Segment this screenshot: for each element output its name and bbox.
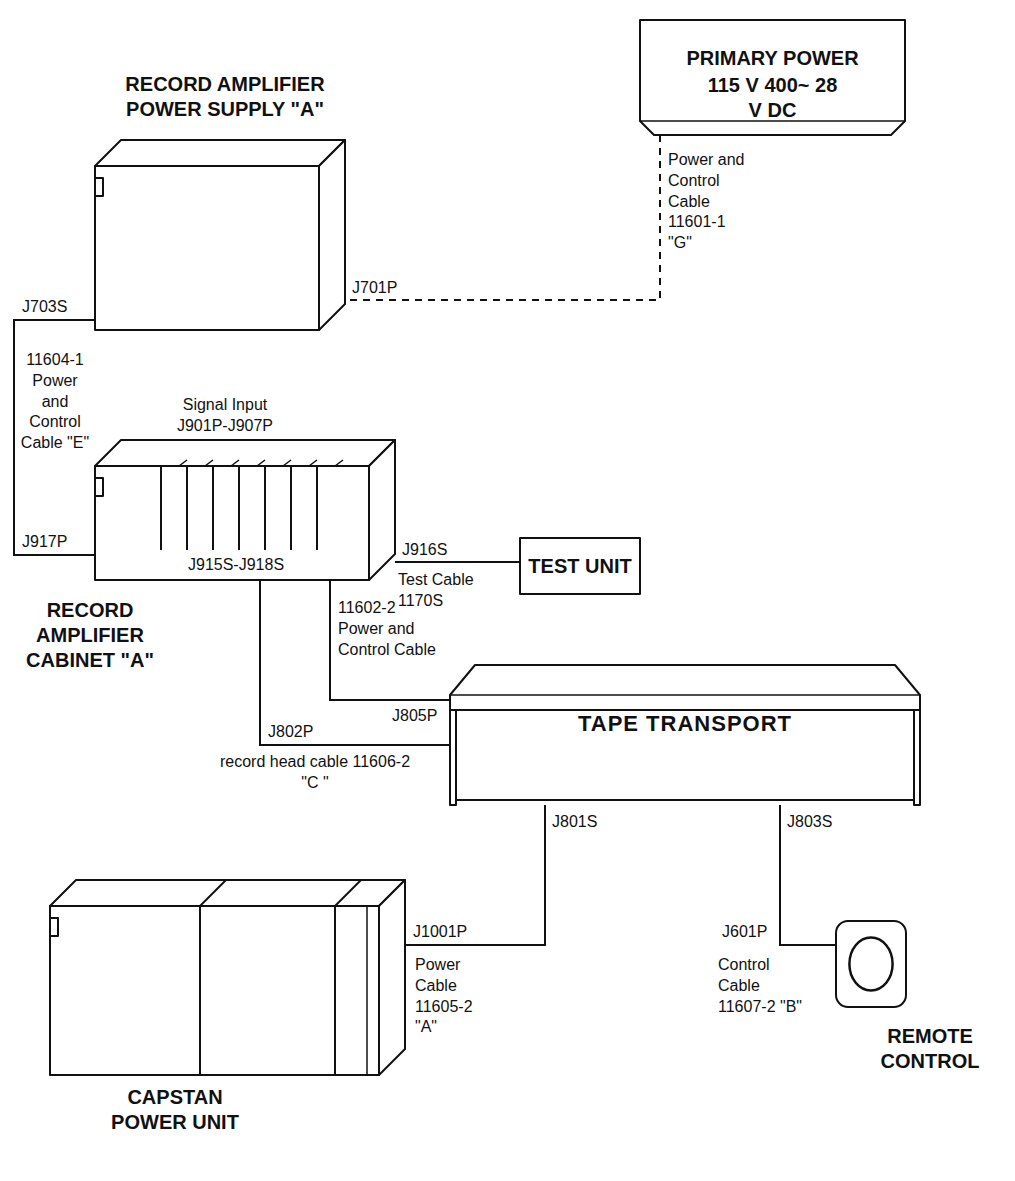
cable-label: Power Cable 11605-2 "A" [415,955,495,1038]
connector-id: J802P [268,722,313,743]
connector-id: J917P [22,532,67,553]
cable-label: 11602-2 Power and Control Cable [338,598,438,660]
connector-id: J1001P [413,922,467,943]
cable [14,320,95,555]
connector-id: J805P [392,706,437,727]
equipment-unit: REMOTE CONTROL [835,920,907,1008]
unit-name: REMOTE CONTROL [855,1024,1005,1074]
connector-id: J701P [352,278,397,299]
connector-id: Signal Input [160,395,290,416]
connector-id: J915S-J918S [185,555,287,576]
unit-name: RECORD AMPLIFIER CABINET "A" [15,598,165,673]
cable-label: Control Cable 11607-2 "B" [718,955,803,1017]
unit-outline [50,880,405,1075]
connector-id: J703S [22,297,67,318]
unit-name: CAPSTAN POWER UNIT [95,1085,255,1135]
cable-label: 11604-1 Power and Control Cable "E" [20,350,90,454]
unit-name: RECORD AMPLIFIER POWER SUPPLY "A" [105,72,345,122]
cable-label: record head cable 11606-2 "C " [215,752,415,794]
connector-id: J801S [552,812,597,833]
unit-name: TEST UNIT [528,554,631,579]
equipment-unit: RECORD AMPLIFIER POWER SUPPLY "A" [95,140,345,330]
connector-id: J901P-J907P [150,416,300,437]
equipment-unit: TAPE TRANSPORT [450,665,920,805]
cable [395,561,520,563]
unit-name: TAPE TRANSPORT [568,665,802,738]
cable [780,805,835,945]
cable [345,135,660,300]
cable-label: Test Cable 1170S [398,570,513,612]
equipment-unit: CAPSTAN POWER UNIT [50,880,405,1075]
connector-id: J916S [402,540,447,561]
equipment-unit: TEST UNIT [520,538,640,594]
unit-outline [95,140,345,330]
unit-outline [835,920,907,1008]
connector-id: J803S [787,812,832,833]
cable [405,805,545,945]
cable-label: Power and Control Cable 11601-1 "G" [668,150,753,254]
connector-id: J601P [722,922,767,943]
unit-name: PRIMARY POWER [676,32,868,73]
unit-name: 115 V 400~ 28 V DC [705,73,840,123]
equipment-unit: PRIMARY POWER115 V 400~ 28 V DC [640,20,905,135]
